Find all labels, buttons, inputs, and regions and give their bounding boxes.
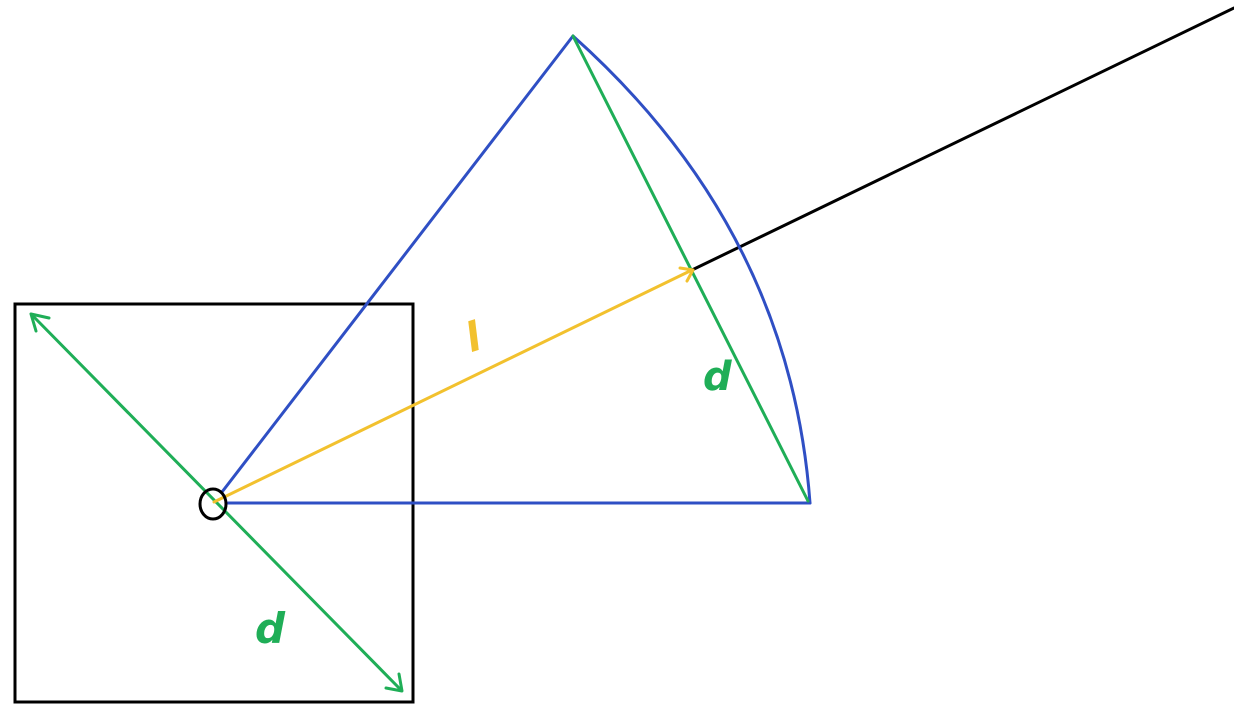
label-radius: l xyxy=(460,314,488,362)
sector-edge-upper xyxy=(220,34,575,494)
sector-arc xyxy=(571,34,812,505)
center-point xyxy=(198,487,228,521)
label-chord: d xyxy=(703,354,732,400)
label-square-diagonal: d xyxy=(255,604,286,653)
diagonal-arrowhead-top xyxy=(29,312,51,333)
diagonal-arrowhead-bottom xyxy=(384,672,404,693)
square-diagonal xyxy=(31,314,403,692)
radius-arrowhead xyxy=(678,266,695,283)
radius-arrow xyxy=(212,268,694,504)
extension-ray xyxy=(690,6,1234,272)
